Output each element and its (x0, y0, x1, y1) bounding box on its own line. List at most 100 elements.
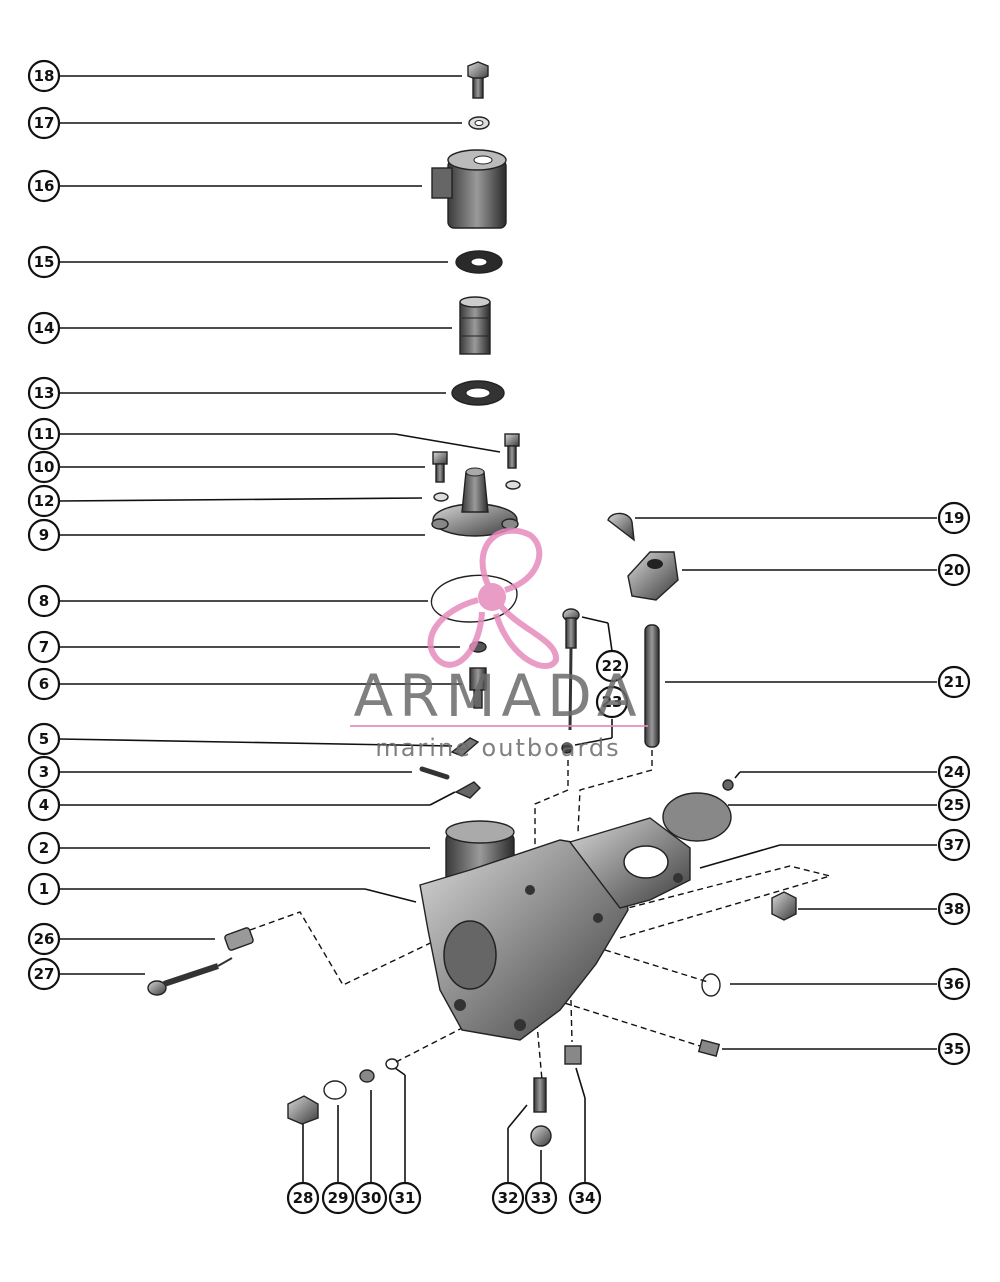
svg-text:18: 18 (34, 67, 55, 85)
svg-text:24: 24 (944, 763, 965, 781)
svg-text:36: 36 (944, 975, 965, 993)
svg-text:31: 31 (395, 1189, 416, 1207)
armada-watermark: ARMADA marine outboards (350, 527, 648, 762)
svg-text:6: 6 (39, 675, 49, 693)
callout-33: 33 (524, 1181, 558, 1215)
callout-36: 36 (937, 967, 971, 1001)
part-33-plug (530, 1125, 552, 1147)
callout-22: 22 (595, 649, 629, 683)
svg-text:28: 28 (293, 1189, 314, 1207)
part-13-gasket (451, 380, 505, 406)
part-28-plug (287, 1095, 319, 1125)
svg-text:22: 22 (602, 657, 623, 675)
callout-28: 28 (286, 1181, 320, 1215)
callout-11: 11 (27, 417, 61, 451)
callout-17: 17 (27, 106, 61, 140)
callout-37: 37 (937, 828, 971, 862)
svg-text:25: 25 (944, 796, 965, 814)
callout-20: 20 (937, 553, 971, 587)
callout-5: 5 (27, 722, 61, 756)
svg-text:4: 4 (39, 796, 49, 814)
svg-text:16: 16 (34, 177, 55, 195)
svg-text:30: 30 (361, 1189, 382, 1207)
callout-38: 38 (937, 892, 971, 926)
watermark-tagline: marine outboards (375, 734, 620, 762)
callout-18: 18 (27, 59, 61, 93)
svg-text:5: 5 (39, 730, 49, 748)
svg-text:8: 8 (39, 592, 49, 610)
svg-text:11: 11 (34, 425, 55, 443)
callout-26: 26 (27, 922, 61, 956)
callout-13: 13 (27, 376, 61, 410)
part-32-jet (533, 1077, 547, 1113)
svg-text:2: 2 (39, 839, 49, 857)
svg-text:21: 21 (944, 673, 965, 691)
svg-text:10: 10 (34, 458, 55, 476)
watermark-brand: ARMADA (353, 662, 642, 730)
part-29-gasket (323, 1080, 347, 1100)
svg-text:19: 19 (944, 509, 965, 527)
svg-text:29: 29 (328, 1189, 349, 1207)
svg-text:20: 20 (944, 561, 965, 579)
part-21-shaft (644, 624, 660, 748)
svg-text:7: 7 (39, 638, 49, 656)
callout-25: 25 (937, 788, 971, 822)
callout-30: 30 (354, 1181, 388, 1215)
callout-2: 2 (27, 831, 61, 865)
svg-text:27: 27 (34, 965, 55, 983)
callout-10: 10 (27, 450, 61, 484)
svg-text:3: 3 (39, 763, 49, 781)
callouts: 18 17 16 15 14 13 11 10 12 9 8 7 6 5 3 4… (27, 59, 971, 1215)
callout-15: 15 (27, 245, 61, 279)
callout-6: 6 (27, 667, 61, 701)
callout-29: 29 (321, 1181, 355, 1215)
callout-21: 21 (937, 665, 971, 699)
part-12-washer (433, 492, 449, 502)
svg-text:12: 12 (34, 492, 55, 510)
part-1-carburetor-body (419, 817, 691, 1041)
callout-14: 14 (27, 311, 61, 345)
part-10-screw (432, 451, 448, 483)
part-27-mixture-screw (147, 957, 233, 996)
svg-text:34: 34 (575, 1189, 596, 1207)
part-4-lever (454, 781, 481, 799)
svg-text:17: 17 (34, 114, 55, 132)
part-6-needle-valve (469, 667, 487, 709)
callout-7: 7 (27, 630, 61, 664)
callout-35: 35 (937, 1032, 971, 1066)
leader-lines (58, 75, 937, 1183)
part-16-fuel-bowl (431, 149, 507, 229)
part-18-screw (467, 61, 489, 99)
part-31-ring (385, 1058, 399, 1070)
svg-text:13: 13 (34, 384, 55, 402)
callout-31: 31 (388, 1181, 422, 1215)
svg-text:14: 14 (34, 319, 55, 337)
callout-32: 32 (491, 1181, 525, 1215)
svg-text:35: 35 (944, 1040, 965, 1058)
callout-16: 16 (27, 169, 61, 203)
callout-23: 23 (595, 685, 629, 719)
part-9-cover (431, 467, 519, 537)
svg-text:38: 38 (944, 900, 965, 918)
part-11-screw (504, 433, 520, 469)
callout-3: 3 (27, 755, 61, 789)
part-14-filter-screen (459, 296, 491, 355)
svg-text:9: 9 (39, 526, 49, 544)
parts (147, 61, 797, 1147)
part-35-screw (697, 1039, 721, 1057)
callout-24: 24 (937, 755, 971, 789)
callout-19: 19 (937, 501, 971, 535)
callout-27: 27 (27, 957, 61, 991)
part-5-float-arm (450, 737, 480, 757)
part-19-choke-valve (607, 512, 635, 542)
part-3-pin (419, 766, 450, 780)
propeller-logo-icon (427, 527, 559, 669)
callout-9: 9 (27, 518, 61, 552)
callout-12: 12 (27, 484, 61, 518)
callout-34: 34 (568, 1181, 602, 1215)
part-15-gasket (455, 250, 503, 274)
svg-text:1: 1 (39, 880, 49, 898)
part-26-spring (224, 927, 254, 951)
part-24-nut (722, 779, 734, 791)
